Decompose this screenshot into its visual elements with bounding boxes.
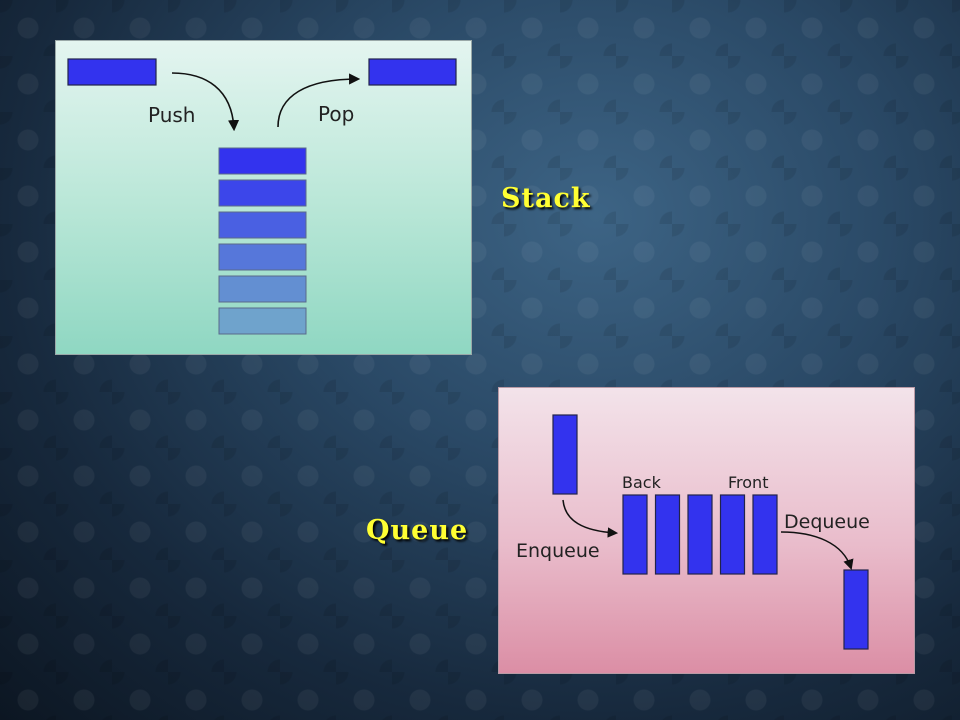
queue-elements	[622, 494, 778, 575]
queue-element	[622, 494, 648, 575]
stack-diagram-svg: Push Pop	[67, 58, 457, 335]
push-arrow	[171, 72, 240, 132]
outgoing-element	[368, 58, 457, 86]
stack-title: Stack	[501, 183, 591, 214]
push-label: Push	[148, 103, 195, 127]
queue-element	[752, 494, 778, 575]
pop-label: Pop	[318, 102, 354, 126]
incoming-queue-element	[552, 414, 578, 495]
stack-element	[218, 179, 307, 207]
incoming-element	[67, 58, 157, 86]
enqueue-arrow	[562, 499, 619, 538]
stack-element	[218, 147, 307, 175]
queue-element	[687, 494, 713, 575]
queue-title: Queue	[366, 515, 469, 546]
front-label: Front	[728, 473, 768, 492]
dequeued-element	[843, 569, 869, 650]
queue-element	[719, 494, 746, 575]
back-label: Back	[622, 473, 662, 492]
queue-diagram: Back Front Enqueue Dequeue	[498, 387, 915, 674]
stack-element	[218, 243, 307, 271]
stack-element	[218, 211, 307, 239]
stack-element	[218, 307, 307, 335]
pop-arrow	[277, 73, 361, 128]
stack-elements	[218, 147, 307, 335]
dequeue-label: Dequeue	[784, 511, 870, 533]
enqueue-label: Enqueue	[516, 540, 600, 562]
queue-diagram-svg: Back Front Enqueue Dequeue	[516, 414, 870, 650]
queue-element	[654, 494, 681, 575]
stack-diagram: Push Pop	[55, 40, 472, 355]
dequeue-arrow	[780, 531, 854, 570]
stack-element	[218, 275, 307, 303]
